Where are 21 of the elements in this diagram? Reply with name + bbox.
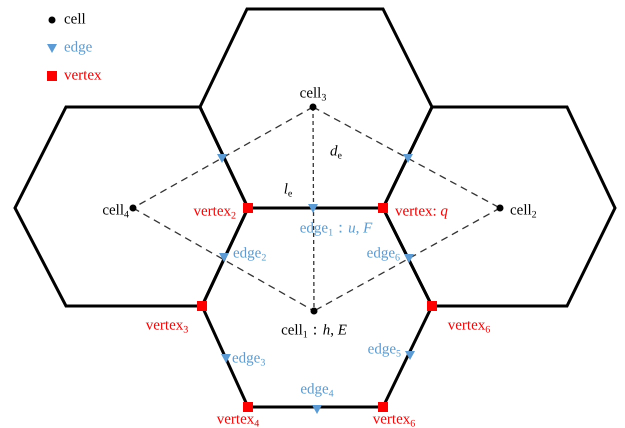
mesh-label: vertex$_{4}$ [216,412,260,428]
legend-label: edge [64,40,92,56]
legend-label: cell [64,12,86,28]
mesh-label: cell$_{3}$ [300,86,326,102]
mesh-label: vertex$_{3}$ [146,318,188,334]
mesh-label: cell$_{1}$：h, E [281,324,347,338]
mesh-label: vertex$_{6}$ [372,412,416,428]
mesh-label: cell$_{4}$ [102,204,129,218]
legend-label: vertex [64,68,102,84]
mesh-label: d$_{e}$ [330,144,342,160]
mesh-label: edge$_{5}$ [368,342,401,358]
mesh-label: vertex$_{6}$ [448,318,490,334]
mesh-label: cell$_{2}$ [510,204,537,218]
mesh-label: vertex: q [395,204,448,220]
mesh-label: edge$_{3}$ [232,352,266,366]
mesh-label: vertex$_{2}$ [194,204,236,220]
mesh-label: edge$_{2}$ [233,246,266,262]
mesh-label: edge$_{6}$ [366,246,400,262]
mesh-label: edge$_{1}$：u, F [300,222,372,236]
mesh-label: edge$_{4}$ [300,382,334,398]
mesh-label: l$_{e}$ [284,182,292,198]
